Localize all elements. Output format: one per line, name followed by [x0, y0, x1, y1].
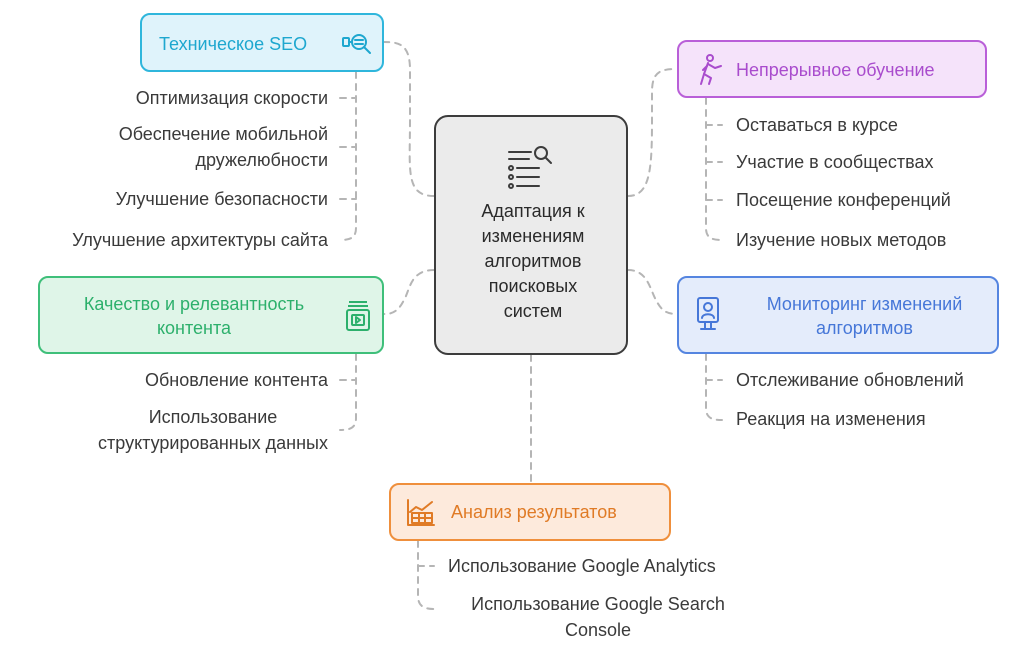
monitor-item-tracking: Отслеживание обновлений	[736, 370, 964, 390]
analysis-item-google-analytics: Использование Google Analytics	[448, 556, 716, 576]
branch-results-analysis[interactable]: Анализ результатов	[389, 483, 671, 541]
connector-monitor-items	[705, 353, 723, 421]
branch-algorithm-monitoring-line-2: алгоритмов	[816, 318, 913, 338]
center-label: Адаптация к изменениям алгоритмов поисковых…	[436, 199, 630, 324]
branch-technical-seo[interactable]: Техническое SEO	[140, 13, 384, 72]
quality-item-structured-data: Использование структурированных данных	[98, 407, 328, 453]
center-label-line-4: поисковых	[488, 276, 578, 296]
center-label-line-2: изменениям	[481, 226, 585, 246]
center-label-line-5: систем	[503, 301, 563, 321]
tech-item-mobile: Обеспечение мобильной дружелюбности	[118, 124, 328, 170]
connector-quality	[383, 269, 435, 315]
branch-content-quality-label: Качество и релевантность контента	[56, 292, 332, 340]
connector-tech	[383, 41, 435, 197]
connector-analysis-items	[417, 540, 435, 610]
learning-item-conferences: Посещение конференций	[736, 190, 951, 210]
branch-content-quality-line-1: Качество и релевантность	[83, 294, 305, 314]
tech-item-architecture: Улучшение архитектуры сайта	[72, 230, 328, 250]
center-node[interactable]: Адаптация к изменениям алгоритмов поисковых…	[434, 115, 628, 355]
video-library-icon	[346, 301, 370, 331]
branch-continuous-learning-label: Непрерывное обучение	[736, 60, 935, 80]
analysis-item-search-console: Использование Google Search Console	[471, 594, 725, 640]
connector-tech-items	[339, 71, 357, 241]
quality-item-update: Обновление контента	[144, 370, 328, 390]
branch-content-quality-line-2: контента	[156, 318, 232, 338]
branch-content-quality[interactable]: Качество и релевантность контента	[38, 276, 384, 354]
tech-item-security: Улучшение безопасности	[115, 189, 328, 209]
spreadsheet-chart-icon	[407, 499, 435, 526]
person-walking-icon	[700, 54, 722, 85]
list-search-icon	[508, 146, 552, 189]
learning-item-communities: Участие в сообществах	[736, 152, 934, 172]
connector-monitor	[627, 269, 678, 315]
branch-results-analysis-label: Анализ результатов	[451, 502, 617, 522]
connector-quality-items	[339, 353, 357, 431]
monitor-person-icon	[697, 297, 719, 330]
branch-continuous-learning[interactable]: Непрерывное обучение	[677, 40, 987, 98]
learning-item-new-methods: Изучение новых методов	[736, 230, 947, 250]
branch-algorithm-monitoring[interactable]: Мониторинг изменений алгоритмов	[677, 276, 999, 354]
connector-learning-items	[705, 97, 723, 241]
branch-algorithm-monitoring-line-1: Мониторинг изменений	[766, 294, 963, 314]
connector-learning	[627, 68, 678, 197]
tech-item-speed: Оптимизация скорости	[135, 88, 328, 108]
learning-item-stay-current: Оставаться в курсе	[736, 115, 898, 135]
center-label-line-3: алгоритмов	[484, 251, 582, 271]
monitor-item-reaction: Реакция на изменения	[736, 409, 926, 429]
magnifier-icon	[342, 34, 371, 54]
branch-algorithm-monitoring-label: Мониторинг изменений алгоритмов	[732, 292, 997, 340]
center-label-line-1: Адаптация к	[481, 201, 585, 221]
branch-technical-seo-label: Техническое SEO	[159, 34, 308, 54]
